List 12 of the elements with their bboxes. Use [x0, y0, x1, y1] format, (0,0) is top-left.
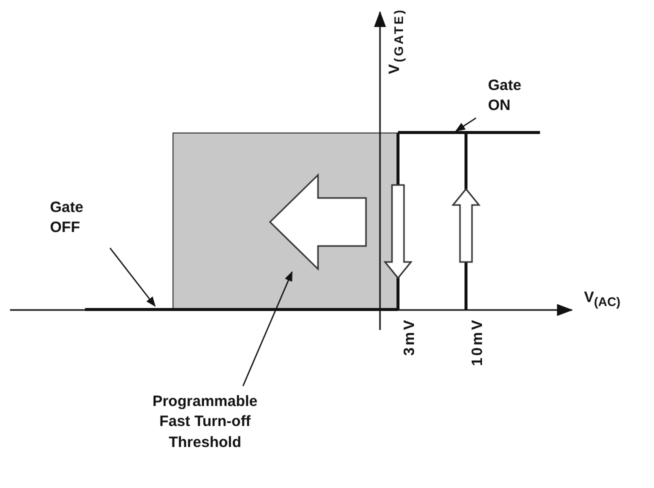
threshold-arrow — [268, 173, 367, 271]
callout-label: Gate ON — [488, 76, 538, 116]
tick-label: 10mV — [468, 318, 487, 366]
callout-label: Gate OFF — [50, 198, 110, 238]
leader-line — [455, 117, 476, 132]
axis-label: V$_{(AC)}$ — [584, 288, 620, 311]
callout-label: Programmable Fast Turn-off Threshold — [140, 392, 270, 453]
gate-off-line — [85, 308, 398, 311]
leader-line — [242, 271, 293, 386]
gate-on-line — [398, 131, 540, 134]
tick-label: 3mV — [400, 318, 419, 356]
leader-line — [109, 248, 156, 307]
